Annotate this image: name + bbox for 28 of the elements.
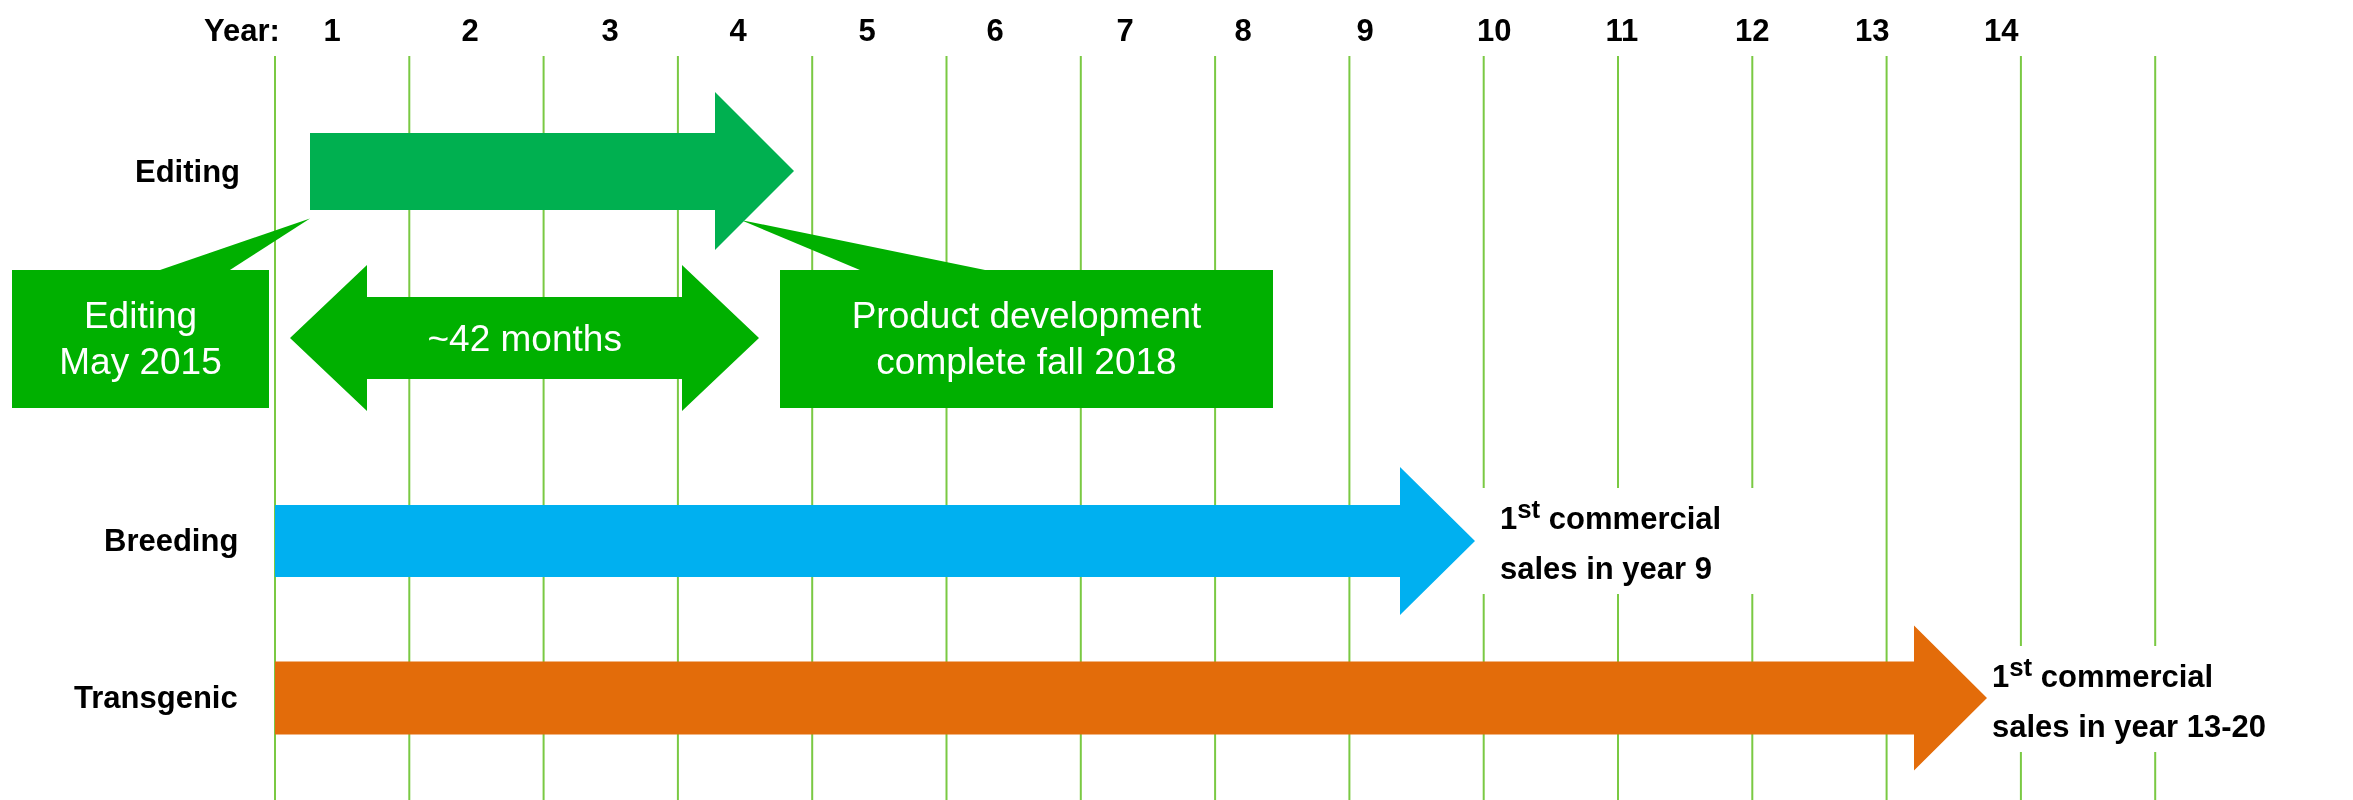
note-text: 1$^{st}$ commercial sales in year 13-20 bbox=[1991, 651, 2268, 746]
year-number: 12 bbox=[1735, 14, 1770, 46]
year-number: 8 bbox=[1234, 14, 1252, 46]
year-number: 10 bbox=[1477, 14, 1512, 46]
note-text: 1$^{st}$ commercial sales in year 9 bbox=[1499, 493, 1723, 588]
double-arrow bbox=[290, 265, 759, 411]
year-number: 3 bbox=[601, 14, 619, 46]
block-arrow bbox=[310, 92, 794, 250]
callout-text: Editing May 2015 bbox=[58, 293, 223, 384]
year-number: 1 bbox=[323, 14, 341, 46]
row-label: Breeding bbox=[104, 524, 239, 556]
year-number: 7 bbox=[1116, 14, 1134, 46]
year-number: 6 bbox=[986, 14, 1004, 46]
block-arrow bbox=[275, 625, 1987, 771]
axis-title: Year: bbox=[204, 14, 280, 46]
year-number: 14 bbox=[1984, 14, 2019, 46]
year-number: 2 bbox=[461, 14, 479, 46]
year-number: 13 bbox=[1855, 14, 1890, 46]
year-number: 5 bbox=[858, 14, 876, 46]
row-label: Editing bbox=[135, 155, 241, 187]
year-number: 9 bbox=[1356, 14, 1374, 46]
row-label: Transgenic bbox=[74, 681, 238, 713]
year-number: 11 bbox=[1605, 14, 1639, 46]
callout-text: Product development complete fall 2018 bbox=[850, 293, 1203, 384]
edge-label: ~42 months bbox=[427, 319, 622, 357]
year-number: 4 bbox=[729, 14, 747, 46]
callout-pointer bbox=[160, 218, 310, 270]
block-arrow bbox=[275, 467, 1475, 615]
